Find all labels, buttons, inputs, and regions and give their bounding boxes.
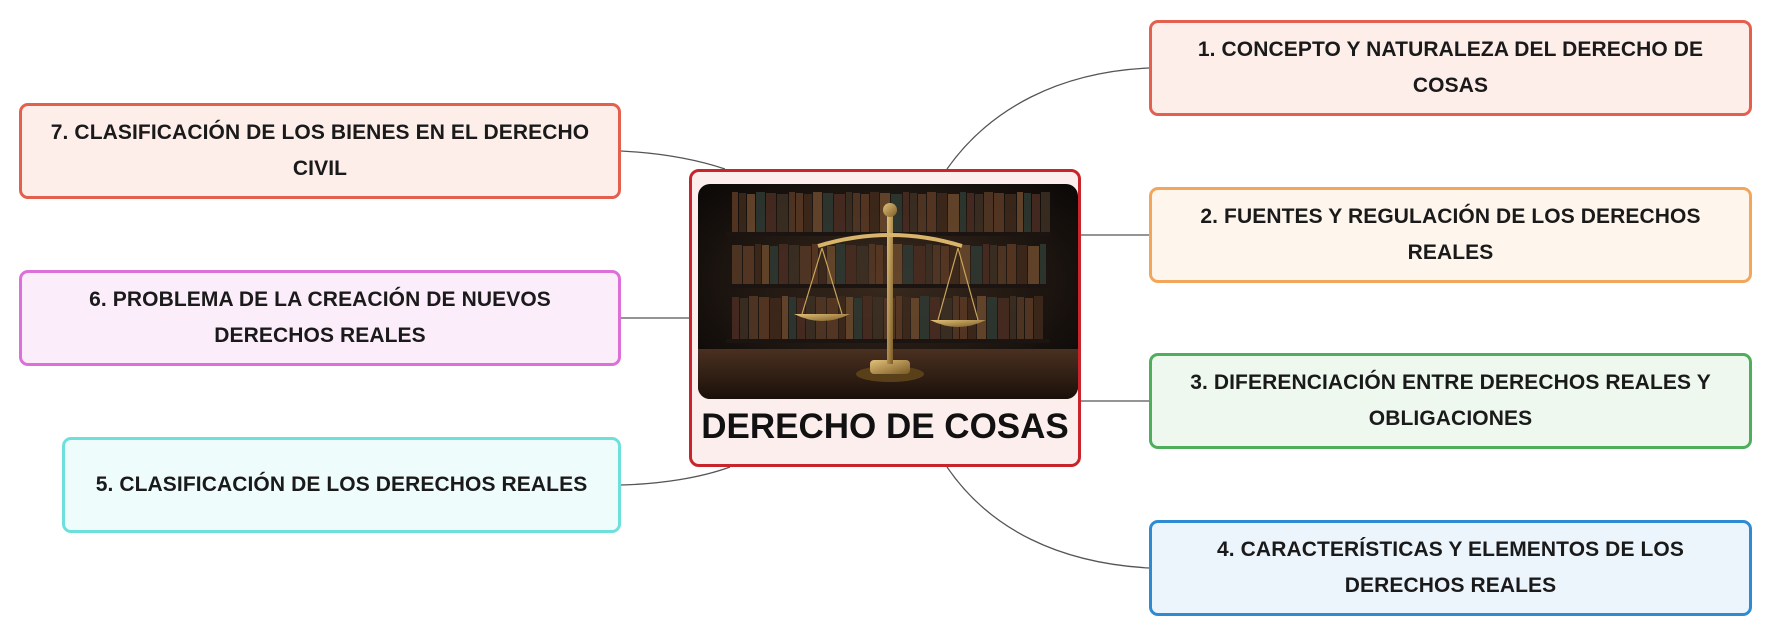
topic-label: 4. CARACTERÍSTICAS Y ELEMENTOS DE LOS DE…: [1217, 538, 1684, 597]
topic-label: 7. CLASIFICACIÓN DE LOS BIENES EN EL DER…: [50, 121, 590, 180]
topic-label: 5. CLASIFICACIÓN DE LOS DERECHOS REALES: [95, 473, 588, 496]
topic-label: 2. FUENTES Y REGULACIÓN DE LOS DERECHOS …: [1200, 205, 1701, 264]
topic-label: 1. CONCEPTO Y NATURALEZA DEL DERECHO DE …: [1197, 38, 1704, 97]
topic-label: 6. PROBLEMA DE LA CREACIÓN DE NUEVOS DER…: [89, 288, 551, 347]
connector-n7: [620, 150, 726, 170]
topic-concepto-naturaleza[interactable]: 1. CONCEPTO Y NATURALEZA DEL DERECHO DE …: [1149, 20, 1752, 116]
connector-n5: [620, 466, 731, 486]
central-topic-title: DERECHO DE COSAS: [701, 407, 1069, 446]
connector-n4: [946, 466, 1150, 569]
topic-caracteristicas-elementos[interactable]: 4. CARACTERÍSTICAS Y ELEMENTOS DE LOS DE…: [1149, 520, 1752, 616]
topic-clasificacion-bienes[interactable]: 7. CLASIFICACIÓN DE LOS BIENES EN EL DER…: [19, 103, 621, 199]
topic-diferenciacion[interactable]: 3. DIFERENCIACIÓN ENTRE DERECHOS REALES …: [1149, 353, 1752, 449]
connector-n1: [946, 67, 1150, 170]
topic-label: 3. DIFERENCIACIÓN ENTRE DERECHOS REALES …: [1190, 371, 1711, 430]
scales-of-justice-icon: [698, 184, 1078, 399]
topic-fuentes-regulacion[interactable]: 2. FUENTES Y REGULACIÓN DE LOS DERECHOS …: [1149, 187, 1752, 283]
central-topic[interactable]: DERECHO DE COSAS: [689, 169, 1081, 467]
topic-problema-creacion[interactable]: 6. PROBLEMA DE LA CREACIÓN DE NUEVOS DER…: [19, 270, 621, 366]
topic-clasificacion-derechos-reales[interactable]: 5. CLASIFICACIÓN DE LOS DERECHOS REALES: [62, 437, 621, 533]
